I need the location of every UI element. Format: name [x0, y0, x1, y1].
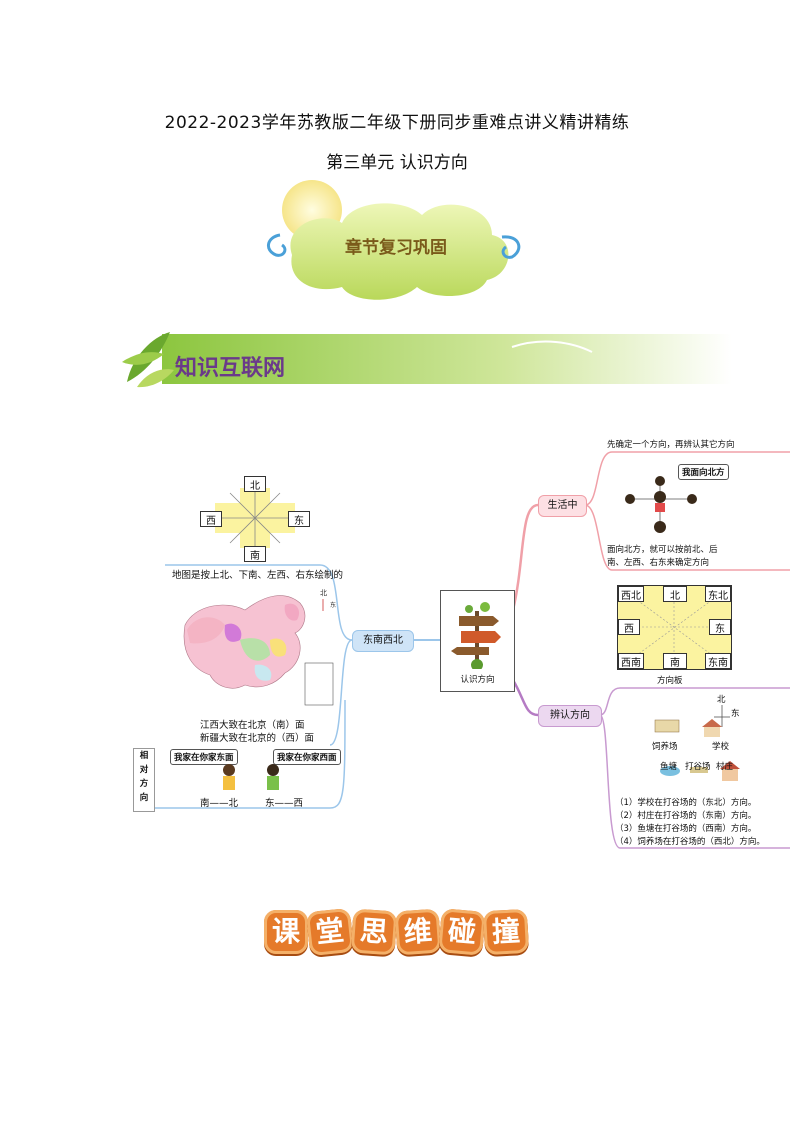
life-bottom-text-2: 南、左西、右东来确定方向	[607, 558, 710, 568]
relative-direction-label: 相 对 方 向	[133, 748, 155, 812]
board-southwest: 西南	[618, 653, 644, 669]
china-map: 北 东	[183, 589, 336, 706]
sticker-char-5: 碰	[438, 908, 486, 956]
compass-west: 西	[200, 511, 222, 527]
identify-item-4: （4）饲养场在打谷场的（西北）方向。	[615, 837, 765, 847]
facing-north-children-icon	[625, 476, 697, 533]
sticker-char-6: 撞	[482, 908, 530, 956]
map-note-2: 新疆大致在北京的（西）面	[200, 733, 315, 744]
branch-east-south-west-north: 东南西北	[352, 630, 414, 652]
map-caption: 地图是按上北、下南、左西、右东绘制的	[172, 570, 344, 581]
pair-east-west: 东——西	[265, 798, 304, 809]
board-east: 东	[709, 619, 731, 635]
svg-text:东: 东	[330, 601, 336, 609]
place-village: 村庄	[716, 762, 734, 772]
branch-identify: 辨认方向	[538, 705, 602, 727]
identify-north: 北	[717, 695, 726, 705]
compass-cross: 北 南 西 东	[200, 476, 310, 562]
center-label: 认识方向	[460, 675, 495, 685]
speech-bubble-north: 我面向北方	[678, 464, 729, 480]
board-south: 南	[663, 653, 687, 669]
map-note-1: 江西大致在北京（南）面	[200, 720, 305, 731]
sticker-char-1: 课	[264, 910, 308, 954]
board-northeast: 东北	[705, 586, 731, 602]
identify-east: 东	[731, 709, 740, 719]
sticker-char-3: 思	[350, 908, 398, 956]
place-threshing: 打谷场	[685, 762, 711, 772]
signpost-icon	[451, 602, 501, 671]
banner-label: 知识互联网	[175, 356, 286, 381]
village-scene-icon	[654, 705, 740, 781]
svg-text:北: 北	[320, 589, 327, 597]
sticker-char-2: 堂	[305, 907, 355, 957]
page-subtitle: 第三单元 认识方向	[326, 153, 468, 173]
place-farm: 饲养场	[652, 742, 678, 752]
place-pond: 鱼塘	[660, 762, 678, 772]
compass-south: 南	[244, 546, 266, 562]
compass-north: 北	[244, 476, 266, 492]
direction-board: 西北 北 东北 西 东 西南 南 东南	[617, 585, 732, 670]
sticker-char-4: 维	[394, 908, 442, 956]
board-west: 西	[618, 619, 640, 635]
speech-bubble-east: 我家在你家东面	[170, 749, 238, 765]
pair-south-north: 南——北	[200, 798, 239, 809]
cloud-illustration	[267, 180, 521, 300]
section-banner	[122, 332, 732, 388]
page-title: 2022-2023学年苏教版二年级下册同步重难点讲义精讲精练	[164, 113, 630, 133]
speech-bubble-west: 我家在你家西面	[273, 749, 341, 765]
compass-east: 东	[288, 511, 310, 527]
identify-item-3: （3）鱼塘在打谷场的（西南）方向。	[615, 824, 757, 834]
center-node: 认识方向	[440, 590, 515, 692]
board-southeast: 东南	[705, 653, 731, 669]
life-bottom-text-1: 面向北方，就可以按前北、后	[607, 545, 718, 555]
cloud-label: 章节复习巩固	[345, 238, 447, 258]
place-school: 学校	[712, 742, 730, 752]
identify-item-2: （2）村庄在打谷场的（东南）方向。	[615, 811, 757, 821]
identify-item-1: （1）学校在打谷场的（东北）方向。	[615, 798, 757, 808]
board-northwest: 西北	[618, 586, 644, 602]
children-icon	[223, 764, 279, 790]
board-north: 北	[663, 586, 687, 602]
life-top-text: 先确定一个方向，再辨认其它方向	[607, 440, 735, 450]
branch-in-life: 生活中	[538, 495, 587, 517]
board-caption: 方向板	[657, 676, 683, 686]
